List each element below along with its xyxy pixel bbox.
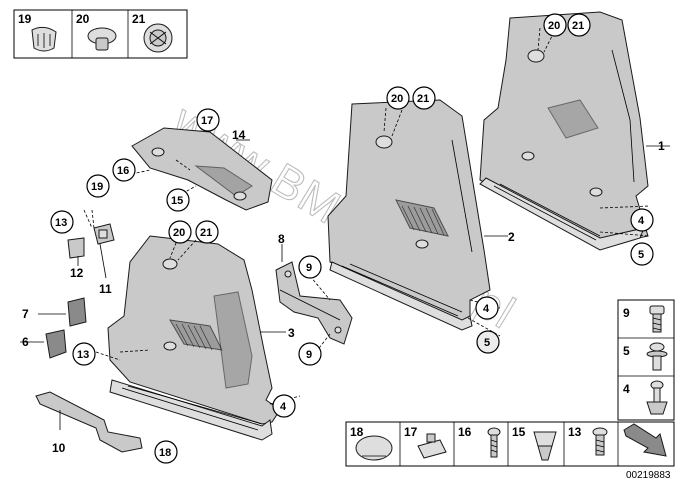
right-legend-5: 5	[623, 344, 630, 358]
label-part-20-c: 20	[173, 227, 185, 239]
label-part-20-a: 20	[548, 20, 560, 32]
label-part-14: 14	[232, 128, 246, 142]
label-part-9-a: 9	[306, 262, 312, 274]
bottom-legend-18: 18	[350, 425, 364, 439]
top-legend: 19 20 21	[13, 9, 188, 59]
label-part-13-b: 13	[77, 349, 89, 361]
rivet-20-icon	[87, 27, 117, 51]
label-part-2: 2	[508, 230, 515, 244]
label-part-7: 7	[22, 307, 29, 321]
trim-strip-14	[131, 127, 273, 211]
top-legend-21: 21	[132, 12, 146, 26]
callout-20-21-low: 20 21	[168, 220, 219, 244]
label-part-12: 12	[70, 266, 84, 280]
screw-9-icon	[649, 305, 665, 333]
cap-18-icon	[355, 435, 393, 461]
arrow-icon	[623, 423, 667, 457]
right-legend-4: 4	[623, 382, 630, 396]
label-part-10: 10	[52, 441, 66, 455]
label-part-15: 15	[171, 195, 183, 207]
trim-panel-1	[479, 11, 649, 251]
screw-4-icon	[646, 380, 668, 415]
top-legend-19: 19	[18, 12, 32, 26]
bottom-legend-frame	[345, 421, 675, 467]
label-part-21-b: 21	[417, 93, 429, 105]
screw-13-icon	[592, 427, 608, 456]
label-part-21-a: 21	[572, 20, 584, 32]
label-part-13-a: 13	[55, 217, 67, 229]
right-legend-frame	[617, 299, 675, 421]
clip-19-icon	[31, 26, 57, 52]
label-part-8: 8	[278, 232, 285, 246]
cover-6	[45, 329, 67, 359]
label-part-19: 19	[91, 181, 103, 193]
grille-2	[395, 199, 449, 237]
label-part-16: 16	[117, 165, 129, 177]
clip-12	[67, 237, 85, 259]
trim-panel-3	[107, 235, 281, 441]
label-part-6: 6	[22, 335, 29, 349]
screw-16-icon	[487, 427, 501, 458]
label-part-4-b: 4	[483, 303, 490, 315]
callout-20-21-top: 20 21	[543, 13, 591, 37]
bottom-legend-16: 16	[458, 425, 472, 439]
label-part-5-a: 5	[638, 249, 644, 261]
cover-7	[67, 297, 87, 327]
label-part-4-c: 4	[280, 401, 287, 413]
callout-20-21-mid: 20 21	[386, 86, 436, 110]
clip-15-icon	[533, 431, 557, 461]
label-part-18: 18	[159, 447, 171, 459]
leader-lines	[20, 27, 670, 430]
bottom-legend-13: 13	[568, 425, 582, 439]
label-part-3: 3	[288, 326, 295, 340]
label-part-20-b: 20	[391, 93, 403, 105]
trim-panel-2	[327, 99, 491, 331]
right-legend: 9 5 4	[617, 299, 675, 421]
grommet-21-icon	[143, 23, 173, 53]
diagram-code: 00219883	[626, 470, 671, 481]
label-part-1: 1	[658, 139, 665, 153]
label-part-11: 11	[99, 282, 112, 296]
label-part-9-b: 9	[306, 349, 312, 361]
bottom-legend: 18 17 16 15 13	[345, 421, 675, 467]
screw-5-icon	[646, 342, 668, 371]
top-legend-20: 20	[76, 12, 90, 26]
clip-17-icon	[417, 433, 447, 459]
bottom-legend-15: 15	[512, 425, 526, 439]
label-part-17: 17	[201, 115, 213, 127]
label-part-21-c: 21	[200, 227, 212, 239]
clip-11	[93, 223, 115, 245]
right-legend-9: 9	[623, 306, 630, 320]
label-part-4-a: 4	[638, 215, 645, 227]
bottom-legend-17: 17	[404, 425, 418, 439]
bracket-8	[275, 261, 353, 345]
sill-strip-10	[35, 391, 143, 453]
label-part-5-b: 5	[484, 337, 490, 349]
